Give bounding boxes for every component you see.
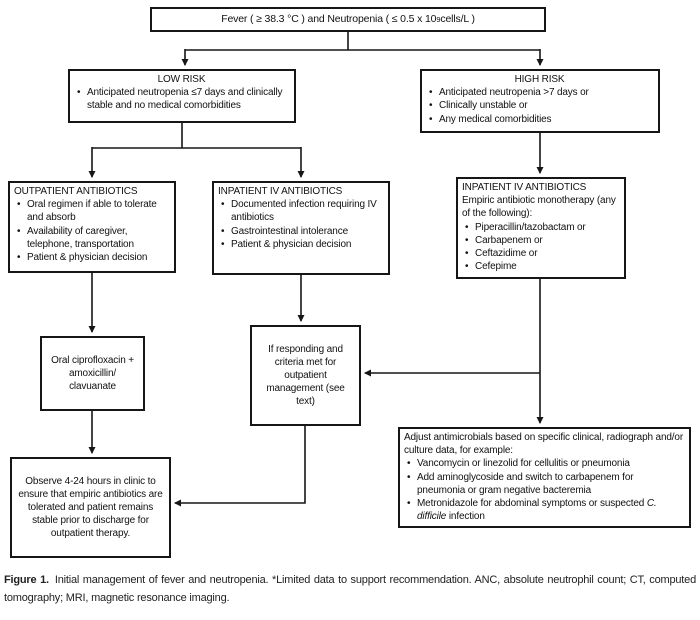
outpatient-title: OUTPATIENT ANTIBIOTICS — [14, 186, 138, 197]
adjust-bullet-italic-text: C. difficile — [417, 497, 657, 523]
inpatient-iv-high-risk-box: INPATIENT IV ANTIBIOTICS Empiric antibio… — [456, 177, 626, 279]
low-risk-title: LOW RISK — [157, 74, 206, 85]
adjust-intro: Adjust antimicrobials based on specific … — [404, 432, 683, 457]
high-risk-bullet: Anticipated neutropenia >7 days or — [426, 86, 653, 99]
high-risk-bullet: Clinically unstable or — [426, 99, 653, 112]
high-risk-box: HIGH RISK Anticipated neutropenia >7 day… — [420, 69, 660, 133]
outpatient-bullet-text: Patient & physician decision — [27, 251, 148, 263]
inpatient-iv-bullet: Gastrointestinal intolerance — [218, 225, 383, 238]
connector-ifresponding-to-observe — [174, 426, 306, 507]
inpatient-iv-high-bullet-text: Piperacillin/tazobactam or — [475, 221, 586, 233]
inpatient-iv-high-bullet-text: Ceftazidime or — [475, 247, 538, 259]
inpatient-iv-bullet-text: Documented infection requiring IV antibi… — [231, 199, 377, 224]
adjust-bullet: Vancomycin or linezolid for cellulitis o… — [404, 457, 684, 470]
if-responding-box: If responding and criteria met for outpa… — [250, 325, 361, 426]
inpatient-iv-bullet-text: Patient & physician decision — [231, 238, 352, 250]
adjust-bullet-text: Add aminoglycoside and switch to carbape… — [417, 471, 634, 496]
observe-text: Observe 4-24 hours in clinic to ensure t… — [18, 475, 163, 540]
inpatient-iv-high-bullet-text: Carbapenem or — [475, 234, 543, 246]
inpatient-iv-high-bullet-text: Cefepime — [475, 261, 517, 273]
inpatient-iv-bullet: Documented infection requiring IV antibi… — [218, 198, 383, 224]
oral-ciprofloxacin-text: Oral ciprofloxacin + amoxicillin/ clavua… — [51, 354, 134, 393]
fever-neutropenia-box: Fever ( ≥ 38.3 °C ) and Neutropenia ( ≤ … — [150, 7, 546, 32]
outpatient-antibiotics-box: OUTPATIENT ANTIBIOTICS Oral regimen if a… — [8, 181, 176, 273]
inpatient-iv-title: INPATIENT IV ANTIBIOTICS — [218, 186, 343, 197]
high-risk-bullet-text: Anticipated neutropenia >7 days or — [439, 87, 589, 99]
low-risk-box: LOW RISK Anticipated neutropenia ≤7 days… — [68, 69, 296, 123]
high-risk-bullet-text: Any medical comorbidities — [439, 113, 552, 125]
adjust-antimicrobials-box: Adjust antimicrobials based on specific … — [398, 427, 691, 528]
fever-text: Fever ( ≥ 38.3 °C ) and Neutropenia ( ≤ … — [221, 12, 437, 25]
inpatient-iv-high-title: INPATIENT IV ANTIBIOTICS — [462, 182, 587, 193]
fever-text-end: cells/L ) — [440, 12, 475, 25]
high-risk-bullet-text: Clinically unstable or — [439, 100, 528, 112]
figure-caption: Figure 1.Initial management of fever and… — [4, 572, 696, 607]
high-risk-bullet: Any medical comorbidities — [426, 113, 653, 126]
outpatient-bullet: Patient & physician decision — [14, 251, 169, 264]
figure-caption-label: Figure 1. — [4, 574, 49, 586]
observe-box: Observe 4-24 hours in clinic to ensure t… — [10, 457, 171, 558]
connectors-svg — [88, 32, 544, 507]
inpatient-iv-antibiotics-box: INPATIENT IV ANTIBIOTICS Documented infe… — [212, 181, 390, 275]
adjust-bullet-text: infection — [446, 511, 485, 523]
inpatient-iv-high-subtitle: Empiric antibiotic monotherapy (any of t… — [462, 195, 616, 220]
inpatient-iv-high-bullet: Piperacillin/tazobactam or — [462, 221, 619, 234]
low-risk-bullet-text: Anticipated neutropenia ≤7 days and clin… — [87, 87, 283, 112]
figure-caption-text: Initial management of fever and neutrope… — [4, 574, 697, 604]
inpatient-iv-bullet-text: Gastrointestinal intolerance — [231, 225, 348, 237]
low-risk-bullet: Anticipated neutropenia ≤7 days and clin… — [74, 86, 289, 112]
adjust-bullet: Metronidazole for abdominal symptoms or … — [404, 497, 684, 523]
inpatient-iv-bullet: Patient & physician decision — [218, 238, 383, 251]
adjust-bullet: Add aminoglycoside and switch to carbape… — [404, 471, 684, 497]
inpatient-iv-high-bullet: Carbapenem or — [462, 234, 619, 247]
inpatient-iv-high-bullet: Cefepime — [462, 260, 619, 273]
oral-ciprofloxacin-box: Oral ciprofloxacin + amoxicillin/ clavua… — [40, 336, 145, 411]
inpatient-iv-high-bullet: Ceftazidime or — [462, 247, 619, 260]
outpatient-bullet-text: Oral regimen if able to tolerate and abs… — [27, 199, 157, 224]
outpatient-bullet: Availability of caregiver, telephone, tr… — [14, 225, 169, 251]
adjust-bullet-text: Vancomycin or linezolid for cellulitis o… — [417, 458, 630, 470]
outpatient-bullet: Oral regimen if able to tolerate and abs… — [14, 198, 169, 224]
adjust-bullet-text: Metronidazole for abdominal symptoms or … — [417, 497, 647, 509]
if-responding-text: If responding and criteria met for outpa… — [266, 343, 345, 408]
high-risk-title: HIGH RISK — [514, 74, 565, 85]
outpatient-bullet-text: Availability of caregiver, telephone, tr… — [27, 225, 134, 250]
